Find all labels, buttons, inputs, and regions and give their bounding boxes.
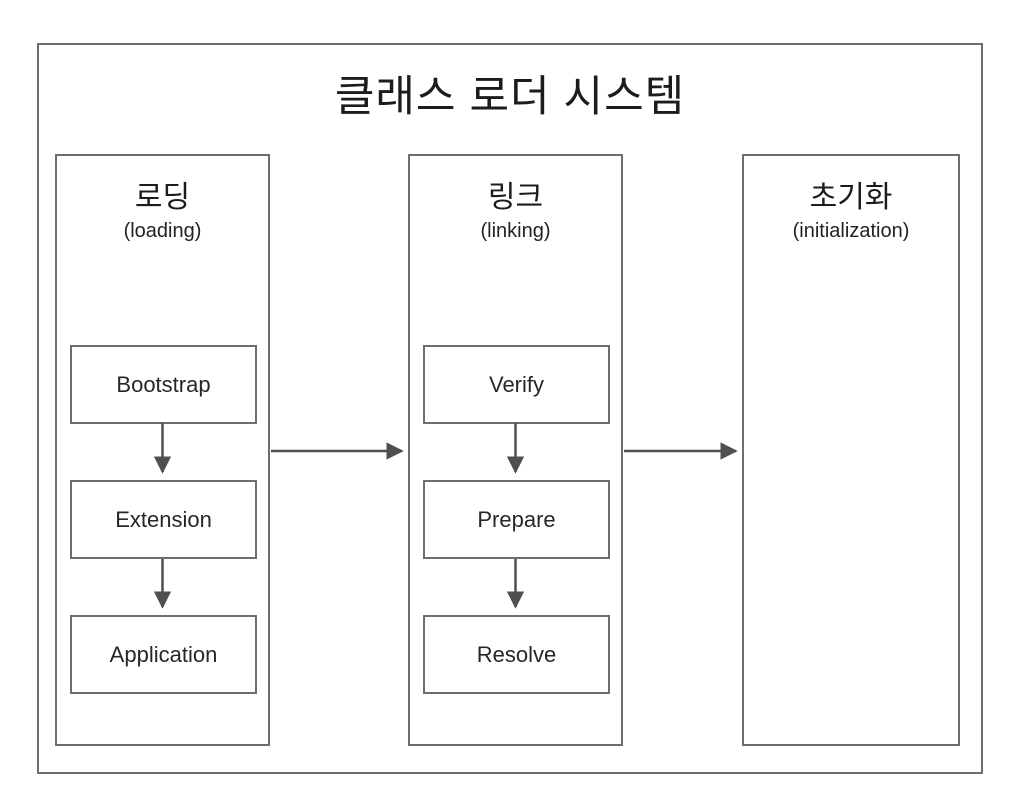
box-verify: Verify [423, 345, 610, 424]
box-verify-label: Verify [488, 371, 545, 397]
column-loading-subtitle: (loading) [123, 220, 202, 242]
diagram-title: 클래스 로더 시스템 [334, 73, 686, 121]
box-prepare-label: Prepare [477, 506, 556, 532]
column-loading-header: 로딩 (loading) [57, 156, 268, 244]
column-initialization-header: 초기화 (initialization) [744, 156, 958, 244]
box-application: Application [70, 615, 257, 694]
box-resolve-label: Resolve [476, 641, 557, 667]
column-initialization: 초기화 (initialization) [742, 154, 960, 746]
box-resolve: Resolve [423, 615, 610, 694]
column-initialization-subtitle: (initialization) [792, 220, 910, 242]
box-prepare: Prepare [423, 480, 610, 559]
box-bootstrap-label: Bootstrap [116, 371, 211, 397]
column-linking-subtitle: (linking) [480, 220, 551, 242]
box-extension-label: Extension [115, 506, 212, 532]
box-bootstrap: Bootstrap [70, 345, 257, 424]
column-linking: 링크 (linking) Verify Prepare Resolve [408, 154, 623, 746]
box-application-label: Application [109, 641, 218, 667]
column-loading-title: 로딩 [134, 181, 191, 214]
box-extension: Extension [70, 480, 257, 559]
column-linking-title: 링크 [487, 181, 544, 214]
column-initialization-title: 초기화 [809, 181, 893, 214]
column-loading: 로딩 (loading) Bootstrap Extension Applica… [55, 154, 270, 746]
column-linking-header: 링크 (linking) [410, 156, 621, 244]
